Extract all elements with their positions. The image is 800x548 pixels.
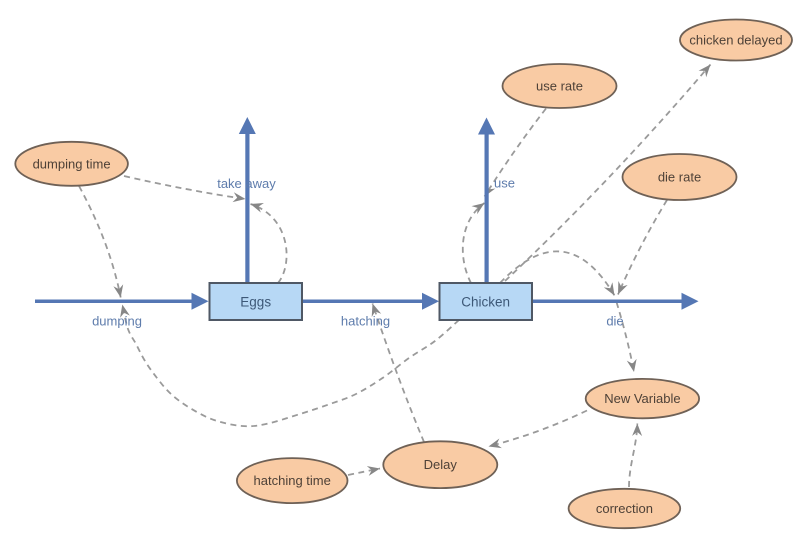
svg-text:die rate: die rate bbox=[658, 170, 701, 185]
svg-text:chicken delayed: chicken delayed bbox=[689, 33, 782, 48]
svg-text:New Variable: New Variable bbox=[604, 391, 680, 406]
svg-text:dumping time: dumping time bbox=[33, 156, 111, 171]
svg-text:use rate: use rate bbox=[536, 79, 583, 94]
svg-text:Eggs: Eggs bbox=[240, 295, 271, 310]
svg-text:Delay: Delay bbox=[424, 457, 458, 472]
svg-text:take away: take away bbox=[217, 176, 276, 191]
svg-text:dumping: dumping bbox=[92, 314, 142, 329]
svg-text:hatching: hatching bbox=[341, 314, 390, 329]
svg-text:die: die bbox=[606, 314, 623, 329]
svg-text:use: use bbox=[494, 176, 515, 191]
svg-text:Chicken: Chicken bbox=[461, 295, 510, 310]
svg-text:correction: correction bbox=[596, 501, 653, 516]
svg-text:hatching time: hatching time bbox=[254, 473, 331, 488]
